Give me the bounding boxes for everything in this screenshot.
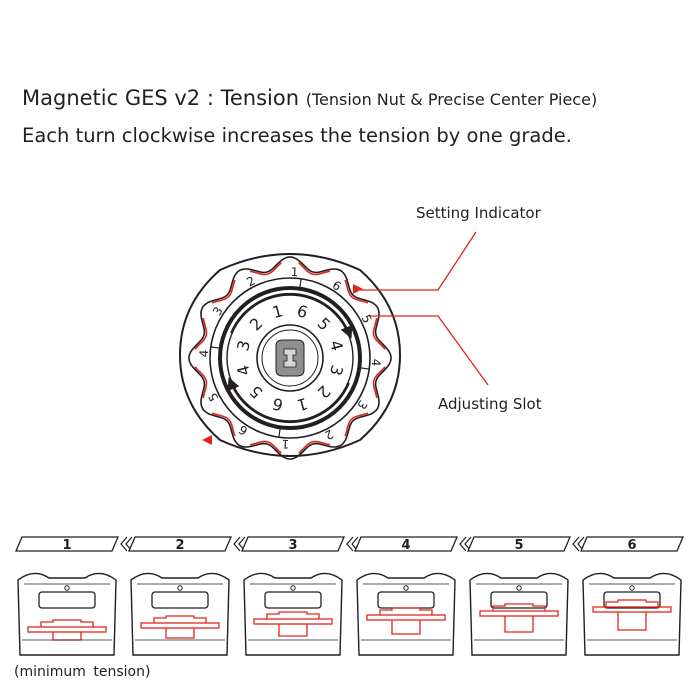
page-title: Magnetic GES v2 : Tension (Tension Nut &… [22,86,597,110]
inner-ring-number: 6 [270,394,285,415]
center-piece-flange [140,622,220,629]
nut-window [151,591,209,609]
adjusting-slot-accents [194,262,386,454]
center-piece-thread [165,628,195,639]
ring-divider [278,427,281,438]
grade-illustration [17,572,117,656]
grade-illustration [356,572,456,656]
adjusting-slot-accent [249,262,282,276]
adjusting-slot-accent [344,279,369,304]
outer-ring-number: 4 [197,349,211,357]
center-piece-head [266,611,320,619]
grade-band [128,536,232,552]
nut-window [377,591,435,609]
nut-window [38,591,96,609]
nut-window [264,591,322,609]
adjusting-slot-label: Adjusting Slot [438,395,542,413]
center-piece-inner-ring [261,329,319,387]
center-piece-thread [391,620,421,635]
adjusting-slot-accent [249,440,282,454]
center-piece-flange [479,610,559,617]
center-piece-head [492,603,546,611]
inner-ring-number: 4 [326,338,347,353]
setting-indicator-icon [353,284,363,294]
center-piece-thread [278,624,308,637]
rotating-dial-inner [226,294,354,422]
center-piece-head [40,619,94,627]
outer-ring-number: 1 [290,265,298,279]
grade-band [15,536,119,552]
center-piece-flange [366,614,446,621]
adjusting-slot-accent [372,317,386,350]
center-piece-flange [253,618,333,625]
grade-illustrations [17,572,682,656]
grade-label: 6 [627,538,636,553]
center-piece-flange [27,626,107,633]
center-piece-head [605,599,659,607]
inner-ring-number: 1 [270,301,285,322]
adjusting-slot-accent [211,279,236,304]
grade-illustration [130,572,230,656]
grade-label: 5 [514,538,523,553]
inner-ring-number: 4 [233,363,254,378]
adjusting-slot-accent [298,262,331,276]
nut-hole [403,585,409,591]
center-piece-head [379,607,433,615]
center-piece-thread [617,612,647,631]
adjusting-slot-accent [211,412,236,437]
center-piece-slot [283,348,297,368]
title-main: Magnetic GES v2 : Tension [22,86,300,110]
grade-strip: 1 2 3 4 5 6 [15,536,684,553]
page-description: Each turn clockwise increases the tensio… [22,124,572,147]
adjusting-slot-accent [298,440,331,454]
title-subtitle: (Tension Nut & Precise Center Piece) [305,90,598,109]
setting-indicator-icon-lower [202,435,212,445]
clockwise-arrow-bottom [227,377,350,424]
inner-ring-number: 3 [326,363,347,378]
grade-band [354,536,458,552]
nut-hole [516,585,522,591]
center-piece-head [153,615,207,623]
rotating-dial-outer [218,286,362,430]
adjusting-slot-accent [344,412,369,437]
grade-band [241,536,345,552]
inner-ring-number: 3 [233,338,254,353]
outer-ring-number: 1 [281,437,289,451]
grade-illustration [243,572,343,656]
nut-hole [64,585,70,591]
adjusting-slot-accent [194,366,208,399]
setting-indicator-leader [360,231,477,291]
ring-divider [210,346,221,349]
grade-band [580,536,684,552]
nut-hole [177,585,183,591]
grade-label: 3 [288,538,297,553]
minimum-tension-note: (minimum tension) [14,664,151,680]
grade-label: 1 [62,538,71,553]
nut-hole [290,585,296,591]
outer-ring-number: 4 [369,358,383,366]
grade-label: 4 [401,538,410,553]
center-piece-flange [592,606,672,613]
setting-indicator-label: Setting Indicator [416,204,542,222]
adjusting-slot-accent [194,317,208,350]
grade-illustration [582,572,682,656]
grade-illustration [469,572,569,656]
center-piece-thread [504,616,534,633]
outer-number-ring [209,277,371,439]
inner-ring-number: 1 [295,394,310,415]
grade-label: 2 [175,538,184,553]
grade-band [467,536,571,552]
adjusting-slot-ring [188,256,392,460]
adjusting-slot-leader [370,315,489,386]
ring-divider [299,278,302,289]
nut-hole [629,585,635,591]
ring-divider [359,367,370,370]
clockwise-arrow-top [230,292,353,339]
adjusting-slot-accent [372,366,386,399]
inner-ring-number: 6 [295,301,310,322]
